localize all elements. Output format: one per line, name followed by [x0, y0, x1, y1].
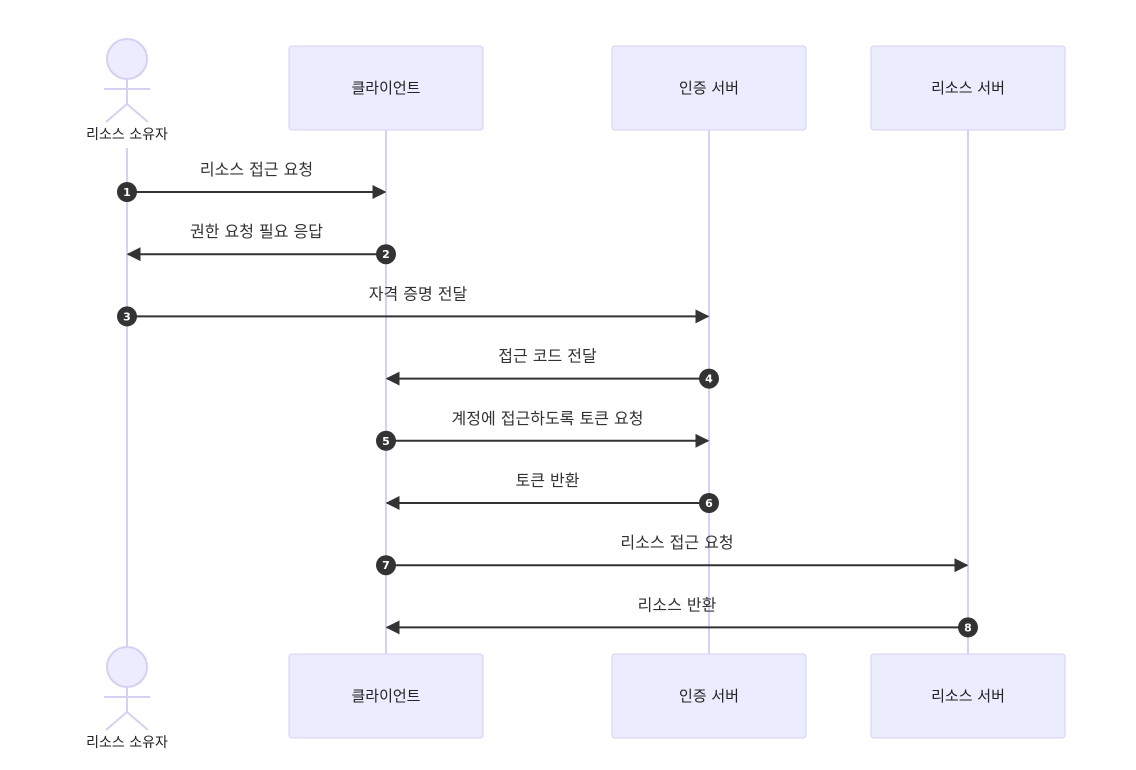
message-3: 자격 증명 전달 3 — [117, 284, 710, 327]
sequence-number-badge — [958, 617, 978, 638]
person-actor-icon — [106, 646, 148, 688]
actor-label-top: 리소스 소유자 — [86, 127, 168, 143]
actor-label-bottom: 리소스 소유자 — [86, 735, 168, 751]
messages: 리소스 접근 요청 1 권한 요청 필요 응답 2 자격 증명 전달 3 접근 코드 전달 4… — [117, 160, 978, 638]
message-label: 자격 증명 전달 — [369, 284, 468, 303]
participant-resource-bottom: 리소스 서버 — [870, 653, 1066, 739]
message-label: 토큰 반환 — [516, 471, 580, 490]
person-actor-icon — [106, 38, 148, 80]
participant-resource-top: 리소스 서버 — [870, 45, 1066, 131]
participant-auth-bottom: 인증 서버 — [611, 653, 807, 739]
message-4: 접근 코드 전달 4 — [385, 347, 719, 389]
participant-client-bottom: 클라이언트 — [288, 653, 484, 739]
message-5: 계정에 접근하도록 토큰 요청 5 — [376, 409, 710, 451]
message-7: 리소스 접근 요청 7 — [376, 533, 969, 576]
message-label: 리소스 접근 요청 — [620, 533, 733, 552]
message-8: 리소스 반환 8 — [385, 595, 978, 638]
sequence-number: 4 — [705, 373, 713, 386]
sequence-number-badge — [376, 555, 396, 576]
sequence-number: 3 — [123, 310, 131, 323]
sequence-number: 6 — [705, 497, 713, 510]
sequence-number: 1 — [123, 186, 131, 199]
sequence-number: 2 — [382, 248, 390, 261]
sequence-number: 8 — [964, 621, 972, 634]
participant-label: 리소스 서버 — [931, 79, 1005, 97]
sequence-number-badge — [699, 493, 719, 513]
participant-client-top: 클라이언트 — [288, 45, 484, 131]
participant-auth-top: 인증 서버 — [611, 45, 807, 131]
actor-owner-top: 리소스 소유자 — [86, 38, 168, 143]
sequence-number-badge — [376, 244, 396, 265]
message-label: 리소스 반환 — [638, 595, 717, 614]
message-2: 권한 요청 필요 응답 2 — [126, 222, 396, 265]
sequence-number: 7 — [382, 559, 390, 572]
actor-owner-bottom: 리소스 소유자 — [86, 646, 168, 751]
sequence-number-badge — [376, 430, 396, 451]
participant-label: 클라이언트 — [351, 687, 420, 705]
sequence-number-badge — [117, 306, 137, 327]
message-label: 접근 코드 전달 — [498, 347, 597, 366]
message-label: 권한 요청 필요 응답 — [190, 222, 323, 241]
participant-label: 리소스 서버 — [931, 687, 1005, 705]
sequence-number: 5 — [382, 435, 390, 448]
sequence-number-badge — [699, 368, 719, 389]
message-label: 계정에 접근하도록 토큰 요청 — [452, 409, 644, 428]
participant-label: 클라이언트 — [351, 79, 420, 97]
message-label: 리소스 접근 요청 — [200, 160, 313, 179]
participant-label: 인증 서버 — [679, 687, 739, 705]
message-6: 토큰 반환 6 — [385, 471, 719, 513]
sequence-number-badge — [117, 182, 137, 202]
participant-label: 인증 서버 — [679, 79, 739, 97]
message-1: 리소스 접근 요청 1 — [117, 160, 387, 202]
